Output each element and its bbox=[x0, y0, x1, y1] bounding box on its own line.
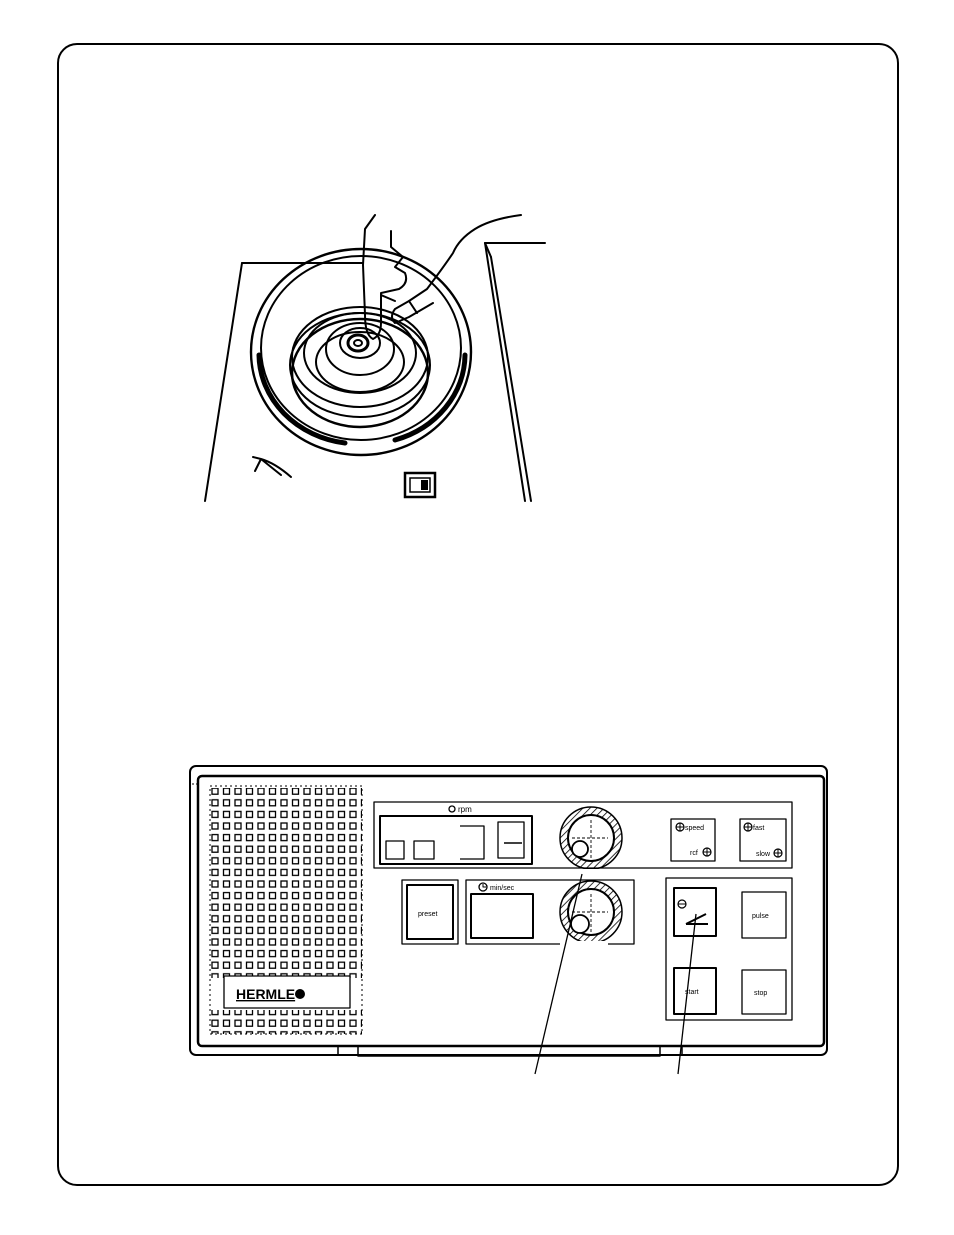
lid-switch-icon bbox=[403, 471, 437, 499]
preset-button[interactable]: preset bbox=[418, 911, 438, 918]
brand-dot-icon bbox=[295, 989, 305, 999]
slow-label[interactable]: slow bbox=[756, 851, 771, 858]
stop-button[interactable]: stop bbox=[754, 990, 767, 997]
time-label: min/sec bbox=[490, 885, 515, 892]
speed-label[interactable]: speed bbox=[685, 825, 704, 832]
control-panel-illustration: HERMLE rpm min/sec preset speed rcf fast… bbox=[189, 765, 828, 1075]
rpm-label: rpm bbox=[458, 805, 472, 814]
rcf-label[interactable]: rcf bbox=[690, 850, 698, 857]
start-button[interactable]: start bbox=[685, 989, 699, 996]
page-border bbox=[57, 43, 899, 1186]
fast-label[interactable]: fast bbox=[753, 825, 764, 832]
rotor-illustration bbox=[204, 214, 546, 502]
brand-logo: HERMLE bbox=[236, 986, 295, 1002]
pulse-button[interactable]: pulse bbox=[752, 913, 769, 920]
